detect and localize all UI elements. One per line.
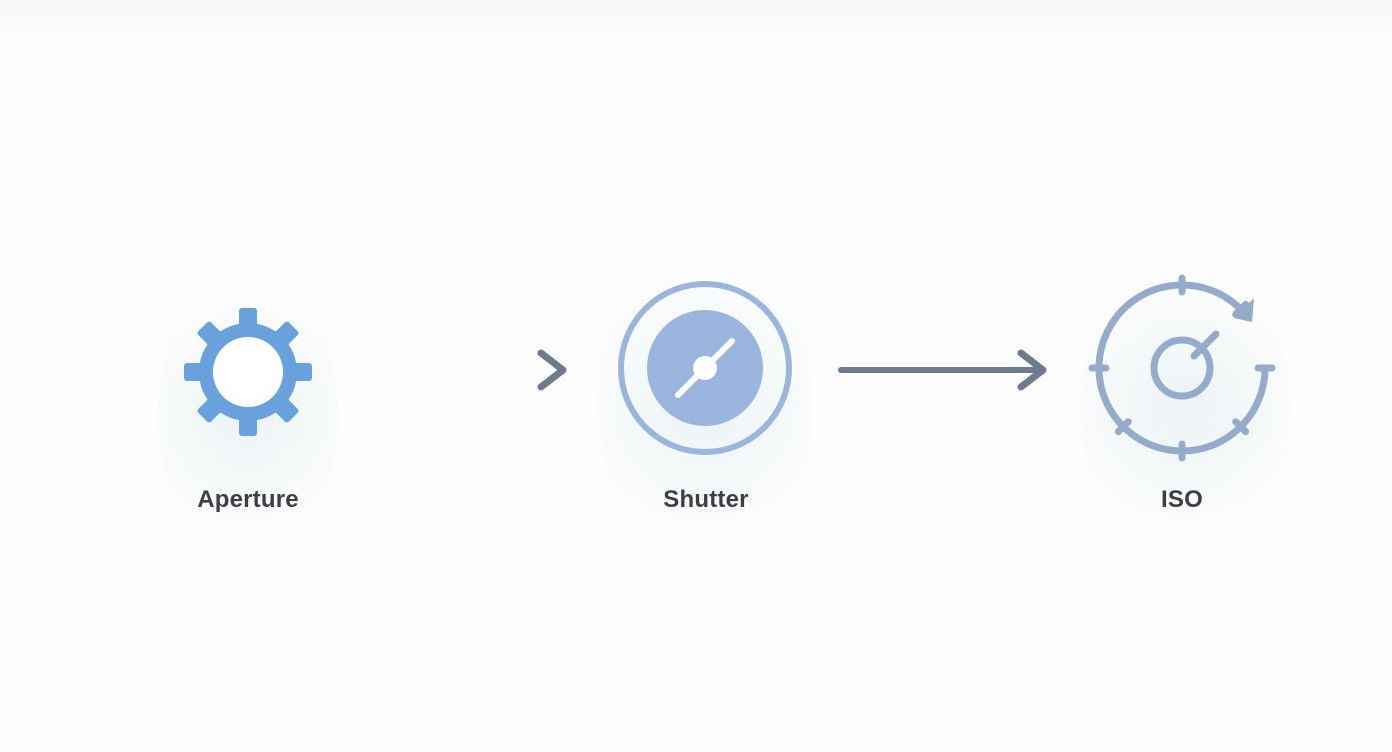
gear-icon [184, 308, 312, 436]
top-band [0, 0, 1392, 52]
iso-dial-icon [1088, 274, 1276, 462]
iso-dial-tick [1232, 418, 1250, 436]
shutter-icon [618, 281, 792, 455]
node-label-aperture: Aperture [197, 486, 299, 513]
iso-dial-tick [1232, 300, 1250, 318]
iso-dial-tick [1114, 418, 1132, 436]
node-label-iso: ISO [1161, 486, 1203, 513]
node-label-shutter: Shutter [663, 486, 749, 513]
arrow-aperture-to-shutter [358, 349, 567, 391]
arrow-shutter-to-iso [838, 349, 1047, 391]
